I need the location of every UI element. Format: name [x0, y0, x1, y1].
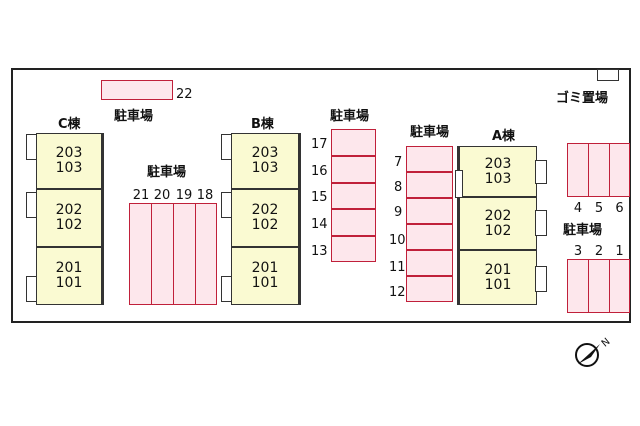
trash-label: ゴミ置場	[556, 91, 609, 106]
unit-number: 202	[484, 207, 512, 224]
parking-number-22: 22	[176, 87, 193, 102]
parking-slot-16	[331, 156, 376, 183]
unit-a-202-102: 202 102	[459, 197, 537, 250]
compass: N	[572, 336, 613, 372]
parking-slot-6	[609, 143, 630, 197]
unit-number: 201	[55, 260, 83, 276]
parking-label-18-21: 駐車場	[147, 165, 187, 180]
parking-number: 12	[389, 285, 406, 300]
parking-slot-11	[406, 250, 453, 276]
parking-slot-4	[567, 143, 589, 197]
unit-number: 103	[55, 160, 83, 176]
unit-number: 102	[251, 217, 279, 233]
unit-number: 202	[251, 202, 279, 218]
parking-number: 10	[389, 233, 406, 248]
unit-number: 103	[251, 160, 279, 176]
parking-slot-10	[406, 224, 453, 250]
parking-number: 14	[311, 217, 328, 232]
parking-number: 6	[615, 201, 624, 216]
unit-b-201-101: 201 101	[231, 247, 299, 305]
building-b-label: B棟	[251, 117, 274, 132]
parking-slot-5	[588, 143, 610, 197]
unit-number: 102	[55, 217, 83, 233]
parking-label-7-12: 駐車場	[410, 125, 450, 140]
building-c-label: C棟	[58, 117, 81, 132]
parking-slot-20	[151, 203, 174, 305]
unit-b-202-102: 202 102	[231, 189, 299, 247]
wall-a	[457, 146, 460, 305]
unit-c-202-102: 202 102	[36, 189, 102, 247]
parking-slot-22	[101, 80, 173, 100]
parking-slot-8	[406, 172, 453, 198]
unit-number: 101	[251, 275, 279, 291]
parking-label-13-17: 駐車場	[330, 109, 370, 124]
compass-north-label: N	[600, 336, 612, 349]
unit-c-203-103: 203 103	[36, 133, 102, 189]
parking-label-1-6: 駐車場	[563, 223, 603, 238]
parking-number: 1	[615, 244, 624, 259]
stair-a-left	[455, 170, 463, 198]
parking-slot-17	[331, 129, 376, 156]
unit-number: 202	[55, 202, 83, 218]
parking-number: 11	[389, 260, 406, 275]
wall-b	[298, 133, 301, 305]
parking-slot-19	[173, 203, 196, 305]
unit-a-201-101: 201 101	[459, 250, 537, 305]
compass-icon: N	[575, 336, 613, 367]
parking-slot-1	[609, 259, 630, 313]
parking-number: 20	[153, 188, 171, 203]
wall-c	[101, 133, 104, 305]
stair-a-1	[535, 160, 547, 184]
parking-number: 3	[573, 244, 583, 259]
parking-slot-12	[406, 276, 453, 302]
unit-number: 101	[55, 275, 83, 291]
unit-number: 203	[251, 145, 279, 161]
parking-number: 2	[594, 244, 604, 259]
unit-b-203-103: 203 103	[231, 133, 299, 189]
parking-number: 8	[394, 180, 403, 195]
unit-number: 102	[484, 222, 512, 239]
parking-slot-3	[567, 259, 589, 313]
parking-slot-13	[331, 236, 376, 262]
parking-number: 17	[311, 137, 328, 152]
stair-a-3	[535, 266, 547, 292]
parking-slot-18	[195, 203, 217, 305]
parking-number: 15	[311, 190, 328, 205]
unit-c-201-101: 201 101	[36, 247, 102, 305]
parking-slot-15	[331, 183, 376, 209]
unit-number: 201	[251, 260, 279, 276]
parking-number: 18	[196, 188, 214, 203]
parking-slot-9	[406, 198, 453, 224]
parking-number: 9	[394, 205, 403, 220]
unit-number: 101	[484, 276, 512, 293]
trash-box	[597, 69, 619, 81]
parking-number: 21	[132, 188, 150, 203]
parking-slot-7	[406, 146, 453, 172]
unit-number: 203	[55, 145, 83, 161]
unit-number: 103	[484, 170, 512, 187]
parking-slot-21	[129, 203, 152, 305]
parking-number: 13	[311, 244, 328, 259]
unit-number: 201	[484, 261, 512, 278]
parking-number: 7	[394, 155, 403, 170]
unit-number: 203	[484, 155, 512, 172]
parking-label-top: 駐車場	[114, 109, 154, 124]
parking-number: 19	[175, 188, 193, 203]
building-a-label: A棟	[492, 129, 516, 144]
stair-a-2	[535, 210, 547, 236]
parking-slot-14	[331, 209, 376, 236]
unit-a-203-103: 203 103	[459, 146, 537, 197]
parking-number: 4	[573, 201, 583, 216]
parking-number: 5	[594, 201, 604, 216]
parking-slot-2	[588, 259, 610, 313]
parking-number: 16	[311, 164, 328, 179]
